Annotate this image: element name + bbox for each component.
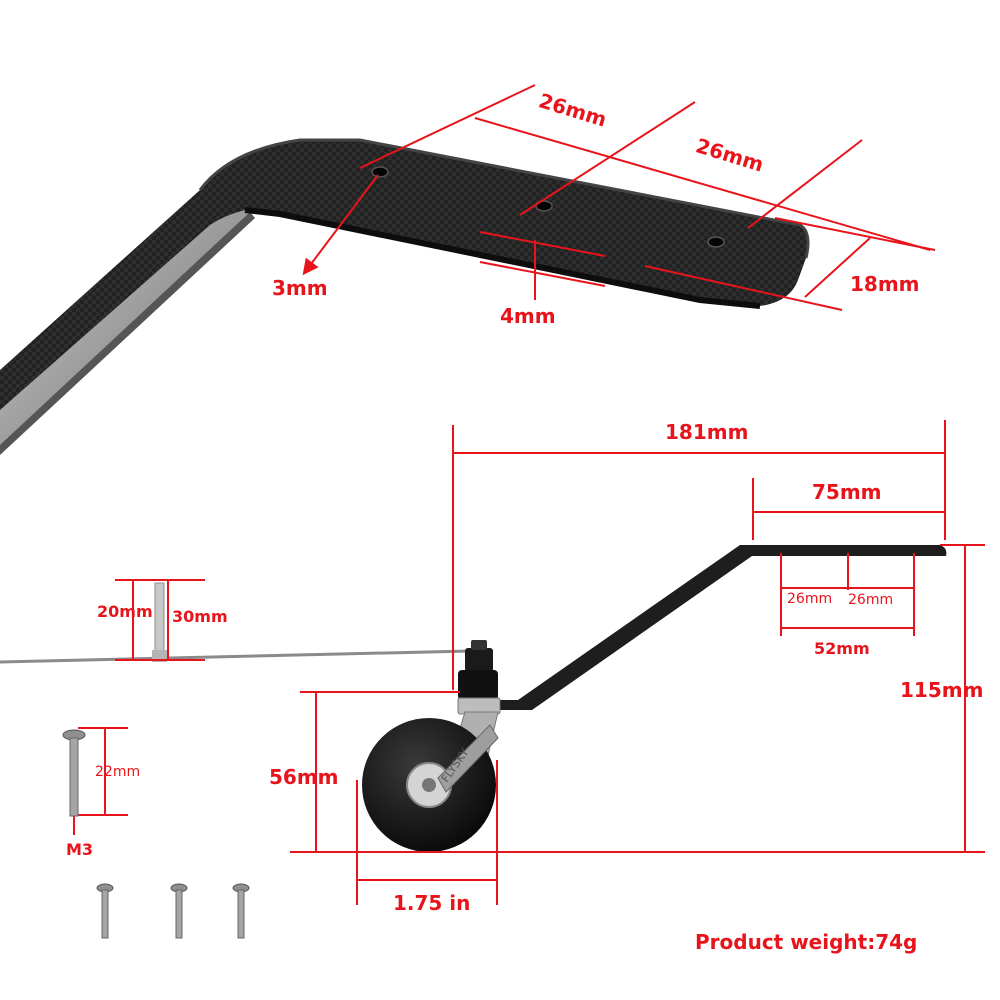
- label-wheel-diameter: 1.75 in: [393, 891, 471, 915]
- screw-set: [96, 883, 250, 939]
- label-mount-length: 75mm: [812, 480, 882, 504]
- steering-wire: [0, 582, 471, 664]
- carbon-plate-closeup: [0, 138, 810, 455]
- top-dimension-lines: [302, 84, 936, 311]
- label-hole-spacing-left: 26mm: [787, 591, 833, 607]
- label-screw-size: M3: [66, 840, 94, 859]
- label-screw-length: 22mm: [95, 764, 141, 780]
- label-wheel-height: 56mm: [269, 765, 339, 789]
- mount-hole-2: [535, 200, 553, 212]
- label-hole-spacing-right: 26mm: [848, 592, 894, 608]
- label-overall-length: 181mm: [665, 420, 749, 444]
- label-thickness: 4mm: [500, 304, 556, 328]
- label-hole-span: 52mm: [814, 639, 870, 658]
- tailwheel-bracket: [462, 545, 940, 710]
- screw-long: [62, 729, 86, 817]
- mount-hole-3: [707, 236, 725, 248]
- pivot-collar: [457, 640, 501, 715]
- product-weight-text: Product weight:74g: [695, 930, 918, 954]
- tail-wheel: [362, 718, 496, 852]
- mount-hole-1: [371, 166, 389, 178]
- wheel-fork-arm: [437, 724, 499, 793]
- label-pin-length: 30mm: [172, 607, 228, 626]
- label-hole-diameter: 3mm: [272, 276, 328, 300]
- label-arm-offset: 20mm: [97, 602, 153, 621]
- label-width: 18mm: [850, 272, 920, 296]
- label-overall-height: 115mm: [900, 678, 984, 702]
- assembly-dimension-lines: [73, 420, 985, 905]
